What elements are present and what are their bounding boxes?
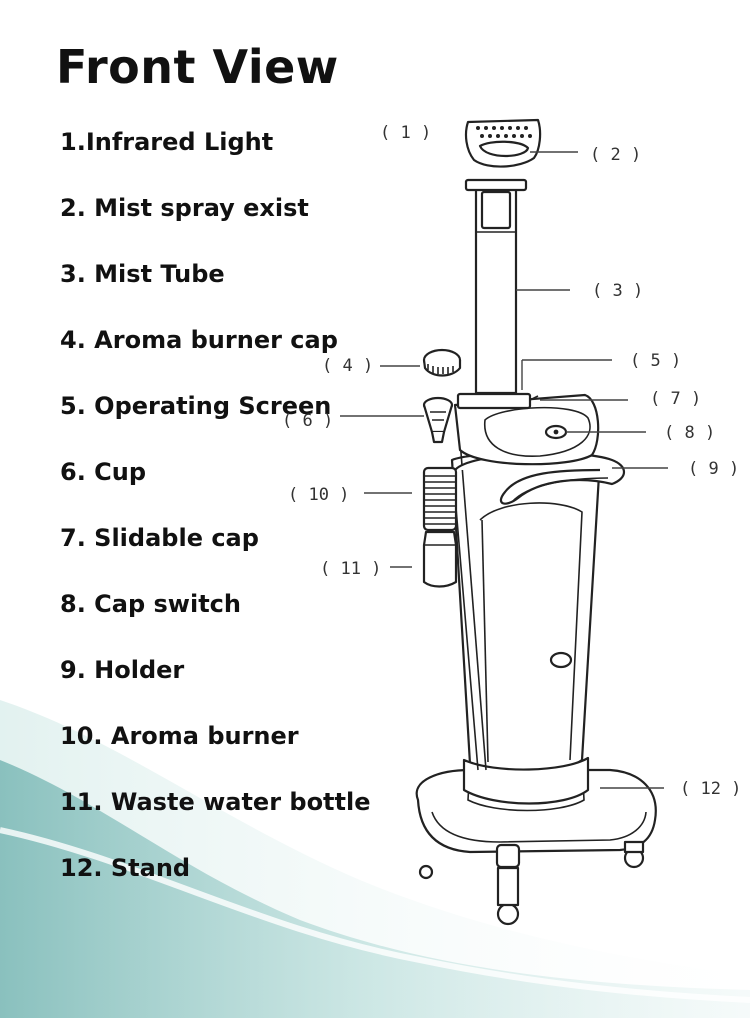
mist-tube — [464, 178, 528, 395]
callout-2: ( 2 ) — [590, 145, 641, 165]
callout-3: ( 3 ) — [592, 281, 643, 301]
aroma-burner — [422, 466, 458, 532]
legend-item-4: 4. Aroma burner cap — [60, 326, 338, 354]
infrared-head — [464, 118, 542, 168]
page-title: Front View — [56, 40, 339, 94]
top-cover — [453, 392, 600, 466]
callout-1: ( 1 ) — [380, 123, 431, 143]
callout-6: ( 6 ) — [282, 411, 333, 431]
operating-screen — [456, 392, 532, 410]
wave-streak — [0, 827, 750, 1003]
callout-12: ( 12 ) — [680, 779, 741, 799]
legend-item-10: 10. Aroma burner — [60, 722, 299, 750]
aroma-burner-cap — [422, 348, 462, 377]
waste-water-bottle — [422, 530, 458, 588]
legend-item-3: 3. Mist Tube — [60, 260, 225, 288]
caster-back — [418, 864, 434, 880]
legend-item-9: 9. Holder — [60, 656, 185, 684]
legend-item-11: 11. Waste water bottle — [60, 788, 371, 816]
callout-10: ( 10 ) — [288, 485, 349, 505]
legend-item-8: 8. Cap switch — [60, 590, 241, 618]
legend-item-6: 6. Cup — [60, 458, 147, 486]
legend-item-7: 7. Slidable cap — [60, 524, 259, 552]
parts-legend: 1.Infrared Light 2. Mist spray exist 3. … — [60, 126, 371, 918]
legend-item-5: 5. Operating Screen — [60, 392, 332, 420]
cup — [422, 396, 454, 444]
callout-5: ( 5 ) — [630, 351, 681, 371]
callout-11: ( 11 ) — [320, 559, 381, 579]
caster-left — [496, 902, 520, 926]
callout-8: ( 8 ) — [664, 423, 715, 443]
legend-item-12: 12. Stand — [60, 854, 191, 882]
body-button — [549, 651, 573, 669]
legend-item-1: 1.Infrared Light — [60, 128, 274, 156]
leader-lines — [340, 151, 668, 789]
callout-4: ( 4 ) — [322, 356, 373, 376]
callout-7: ( 7 ) — [650, 389, 701, 409]
legend-item-2: 2. Mist spray exist — [60, 194, 309, 222]
body-column — [450, 439, 602, 812]
led-dots — [476, 126, 532, 138]
wave-front — [0, 760, 750, 1018]
callout-9: ( 9 ) — [688, 459, 739, 479]
